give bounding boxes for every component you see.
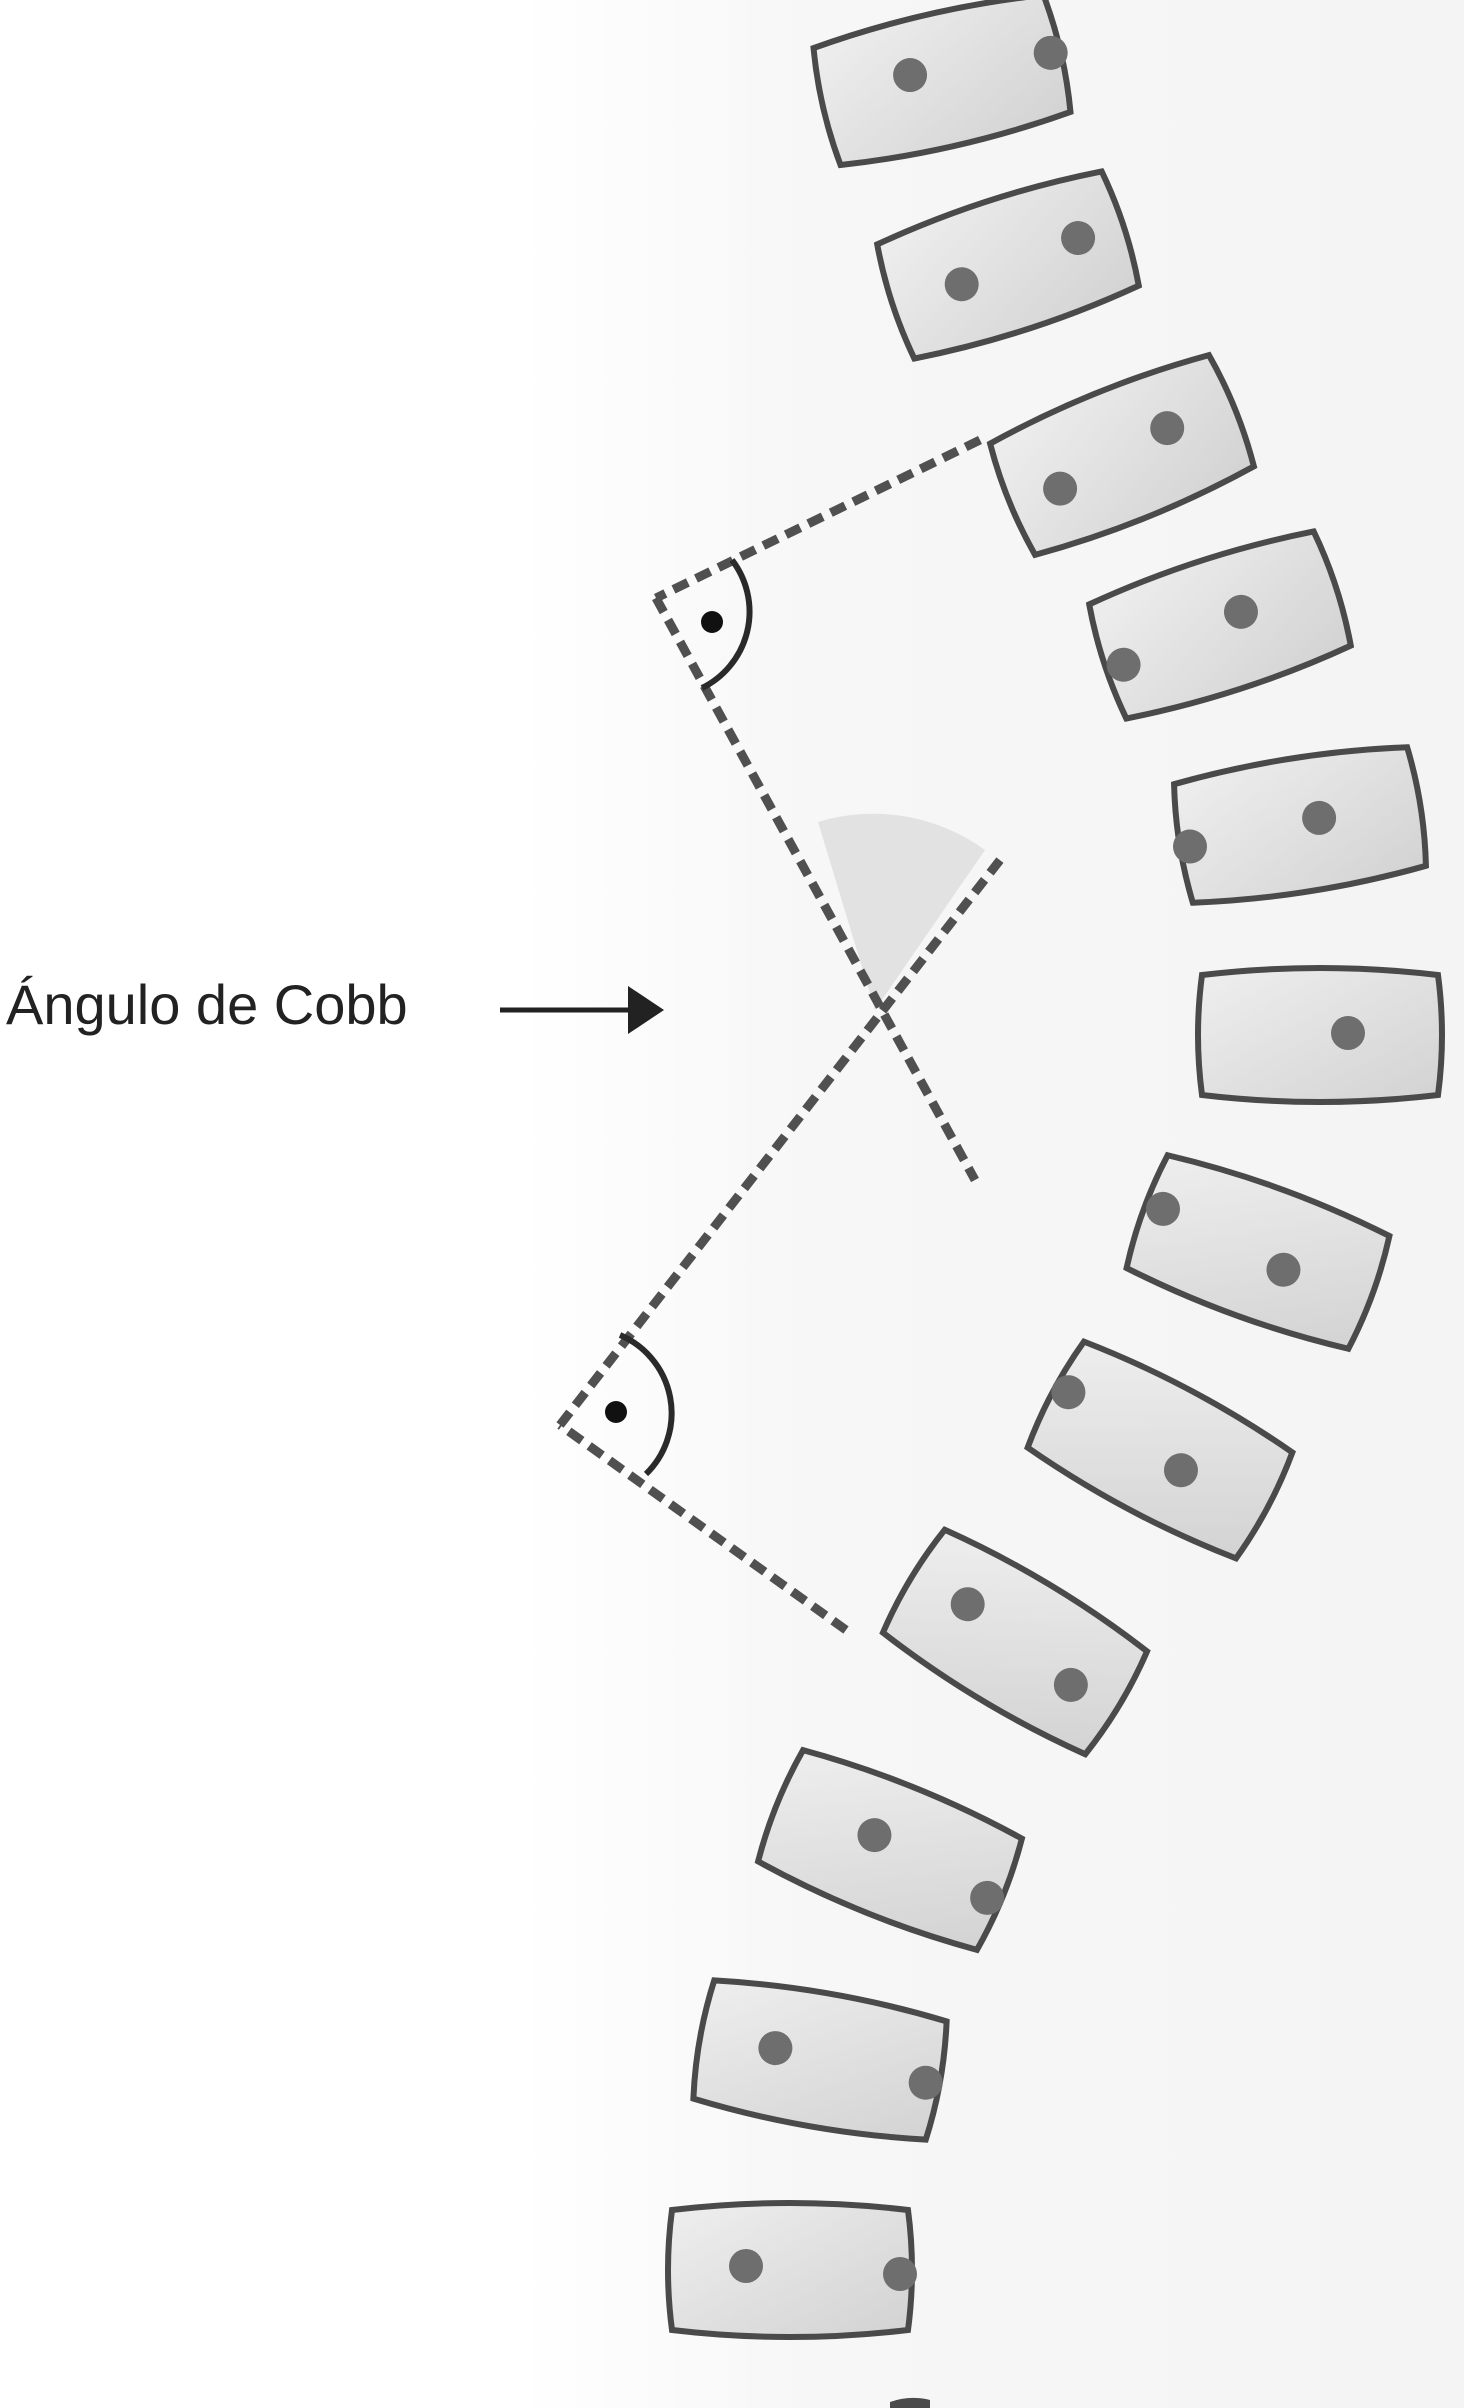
arrow-head [628, 986, 664, 1034]
vertebra-5 [1162, 740, 1431, 912]
vertebra-2 [871, 164, 1144, 367]
lower-right-angle-dot [605, 1401, 627, 1423]
pedicle-dot [729, 2249, 763, 2283]
pedicle-dot [883, 2257, 917, 2291]
upper-endplate-line [656, 440, 980, 598]
cobb-angle-label: Ángulo de Cobb [6, 972, 408, 1037]
vertebra-3 [984, 347, 1260, 563]
vertebra-1 [808, 0, 1083, 173]
vertebra-8 [1018, 1332, 1299, 1566]
cobb-construction-lines [560, 440, 1000, 1630]
upper-right-angle-dot [701, 611, 723, 633]
pedicle-dot [1331, 1016, 1365, 1050]
lower-right-angle-arc [620, 1335, 672, 1474]
vertebra-11 [688, 1973, 955, 2148]
lower-endplate-line [560, 1425, 846, 1630]
vertebra-7 [1120, 1147, 1395, 1356]
vertebra-9 [876, 1522, 1154, 1763]
vertebra-6 [1198, 968, 1442, 1102]
vertebra-13-partial [890, 2398, 930, 2408]
vertebra-12 [668, 2203, 917, 2337]
vertebra-10 [752, 1742, 1031, 1959]
vertebra-4 [1083, 524, 1356, 727]
